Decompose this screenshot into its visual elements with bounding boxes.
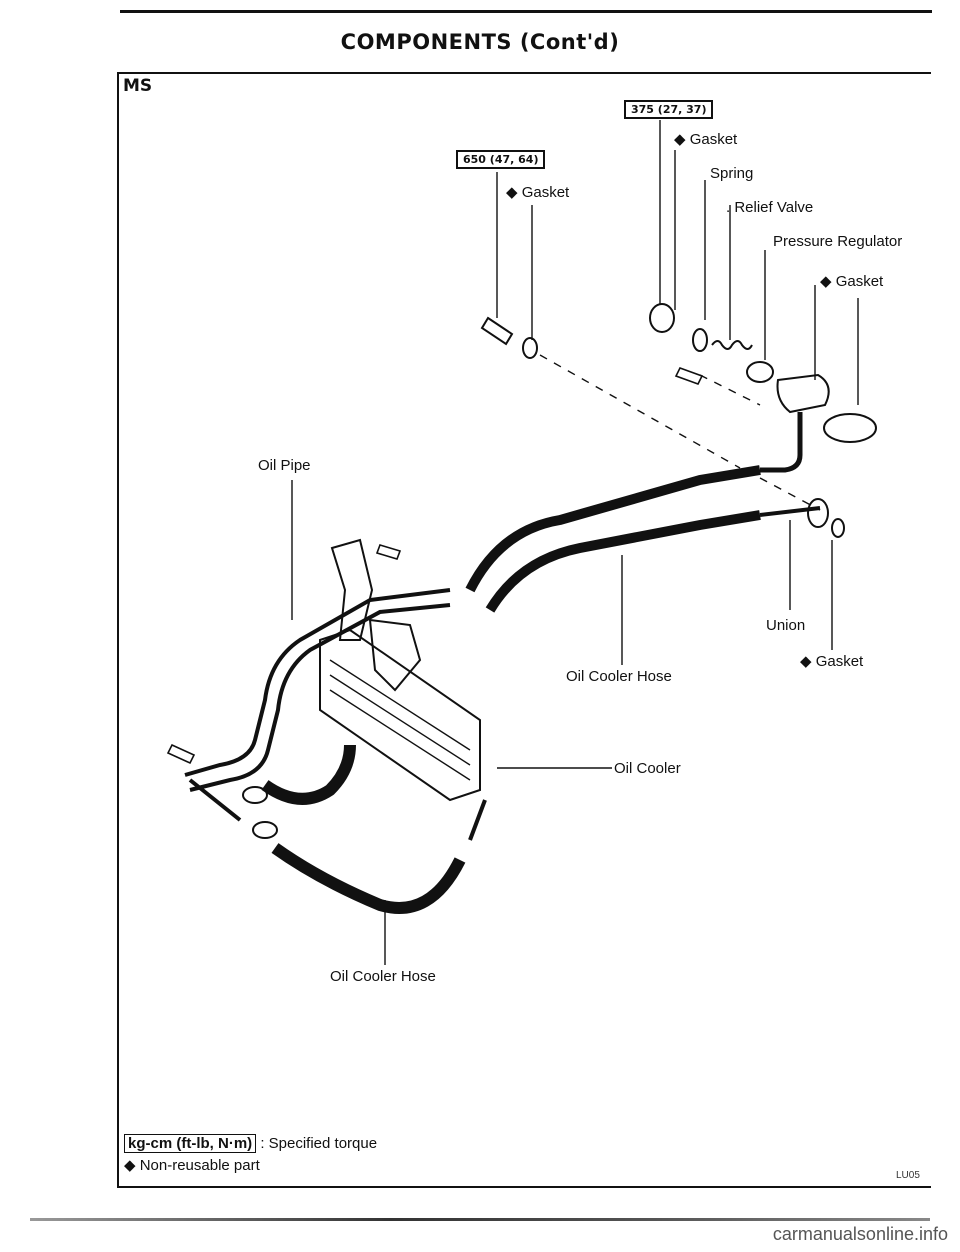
bolt-left — [480, 316, 514, 346]
oil-cooler-body — [319, 628, 481, 802]
figure-code: LU05 — [896, 1170, 920, 1181]
legend-torque: kg-cm (ft-lb, N·m) : Specified torque — [124, 1134, 378, 1153]
header-rule — [120, 10, 932, 13]
footer-watermark: carmanualsonline.info — [772, 1224, 948, 1244]
outlet-pipe — [760, 412, 803, 473]
label-oil-cooler-hose-upper: Oil Cooler Hose — [566, 668, 672, 685]
upper-bolt — [375, 544, 402, 560]
gasket-left-ring — [522, 337, 538, 359]
page-title: COMPONENTS (Cont'd) — [340, 30, 620, 54]
oil-pipe-1 — [184, 588, 451, 777]
small-bolt-1 — [674, 367, 704, 385]
label-oil-cooler: Oil Cooler — [614, 760, 681, 777]
dash-line-1 — [539, 354, 741, 469]
union-fitting — [807, 498, 829, 528]
cooler-bracket — [368, 618, 422, 692]
label-oil-pipe: Oil Pipe — [258, 457, 311, 474]
section-tag: MS — [123, 76, 153, 96]
label-pressure-regulator: Pressure Regulator — [773, 233, 903, 250]
lower-clamp-2 — [252, 821, 278, 839]
torque-box-left: 650 (47, 64) — [456, 150, 546, 169]
hose-upper-1 — [465, 465, 761, 593]
gasket-ring-1 — [692, 328, 708, 352]
oil-cooler-fin-1 — [329, 659, 471, 751]
union-pipe — [759, 506, 821, 517]
torque-box-right: 375 (27, 37) — [624, 100, 714, 119]
fitting-bolt-right — [649, 303, 675, 333]
dash-line-3 — [759, 477, 821, 511]
label-relief-valve: . Relief Valve — [726, 199, 814, 216]
diagram-frame — [117, 72, 931, 1188]
oil-pipe-2 — [189, 603, 451, 792]
hose-upper-2 — [485, 510, 761, 613]
label-gasket-left: ◆ Gasket — [506, 184, 570, 201]
oil-cooler-fin-2 — [329, 674, 471, 766]
label-gasket-top-right: ◆ Gasket — [674, 131, 738, 148]
lower-hose-2 — [271, 843, 466, 914]
left-bolt-lower — [166, 743, 196, 765]
lower-hose-1 — [261, 744, 356, 805]
label-spring: Spring — [710, 165, 754, 182]
lower-clamp-1 — [242, 786, 268, 804]
dash-line-2 — [699, 374, 761, 406]
oil-cooler-fin-3 — [329, 689, 471, 781]
lower-pipe — [188, 778, 242, 822]
legend-nonreusable: ◆ Non-reusable part — [124, 1157, 260, 1174]
label-gasket-right: ◆ Gasket — [820, 273, 884, 290]
mount-bracket — [330, 538, 374, 641]
legend-torque-box: kg-cm (ft-lb, N·m) — [124, 1134, 257, 1153]
label-gasket-union: ◆ Gasket — [800, 653, 864, 670]
regulator-gasket — [823, 413, 877, 443]
spring-part — [711, 340, 753, 350]
relief-valve-part — [746, 361, 774, 383]
label-union: Union — [766, 617, 806, 634]
footer-rule — [30, 1218, 930, 1221]
legend-torque-text: : Specified torque — [260, 1135, 378, 1152]
union-gasket — [831, 518, 845, 538]
pressure-regulator-body — [776, 373, 830, 414]
label-oil-cooler-hose-lower: Oil Cooler Hose — [330, 968, 436, 985]
cooler-outlet — [468, 799, 487, 841]
